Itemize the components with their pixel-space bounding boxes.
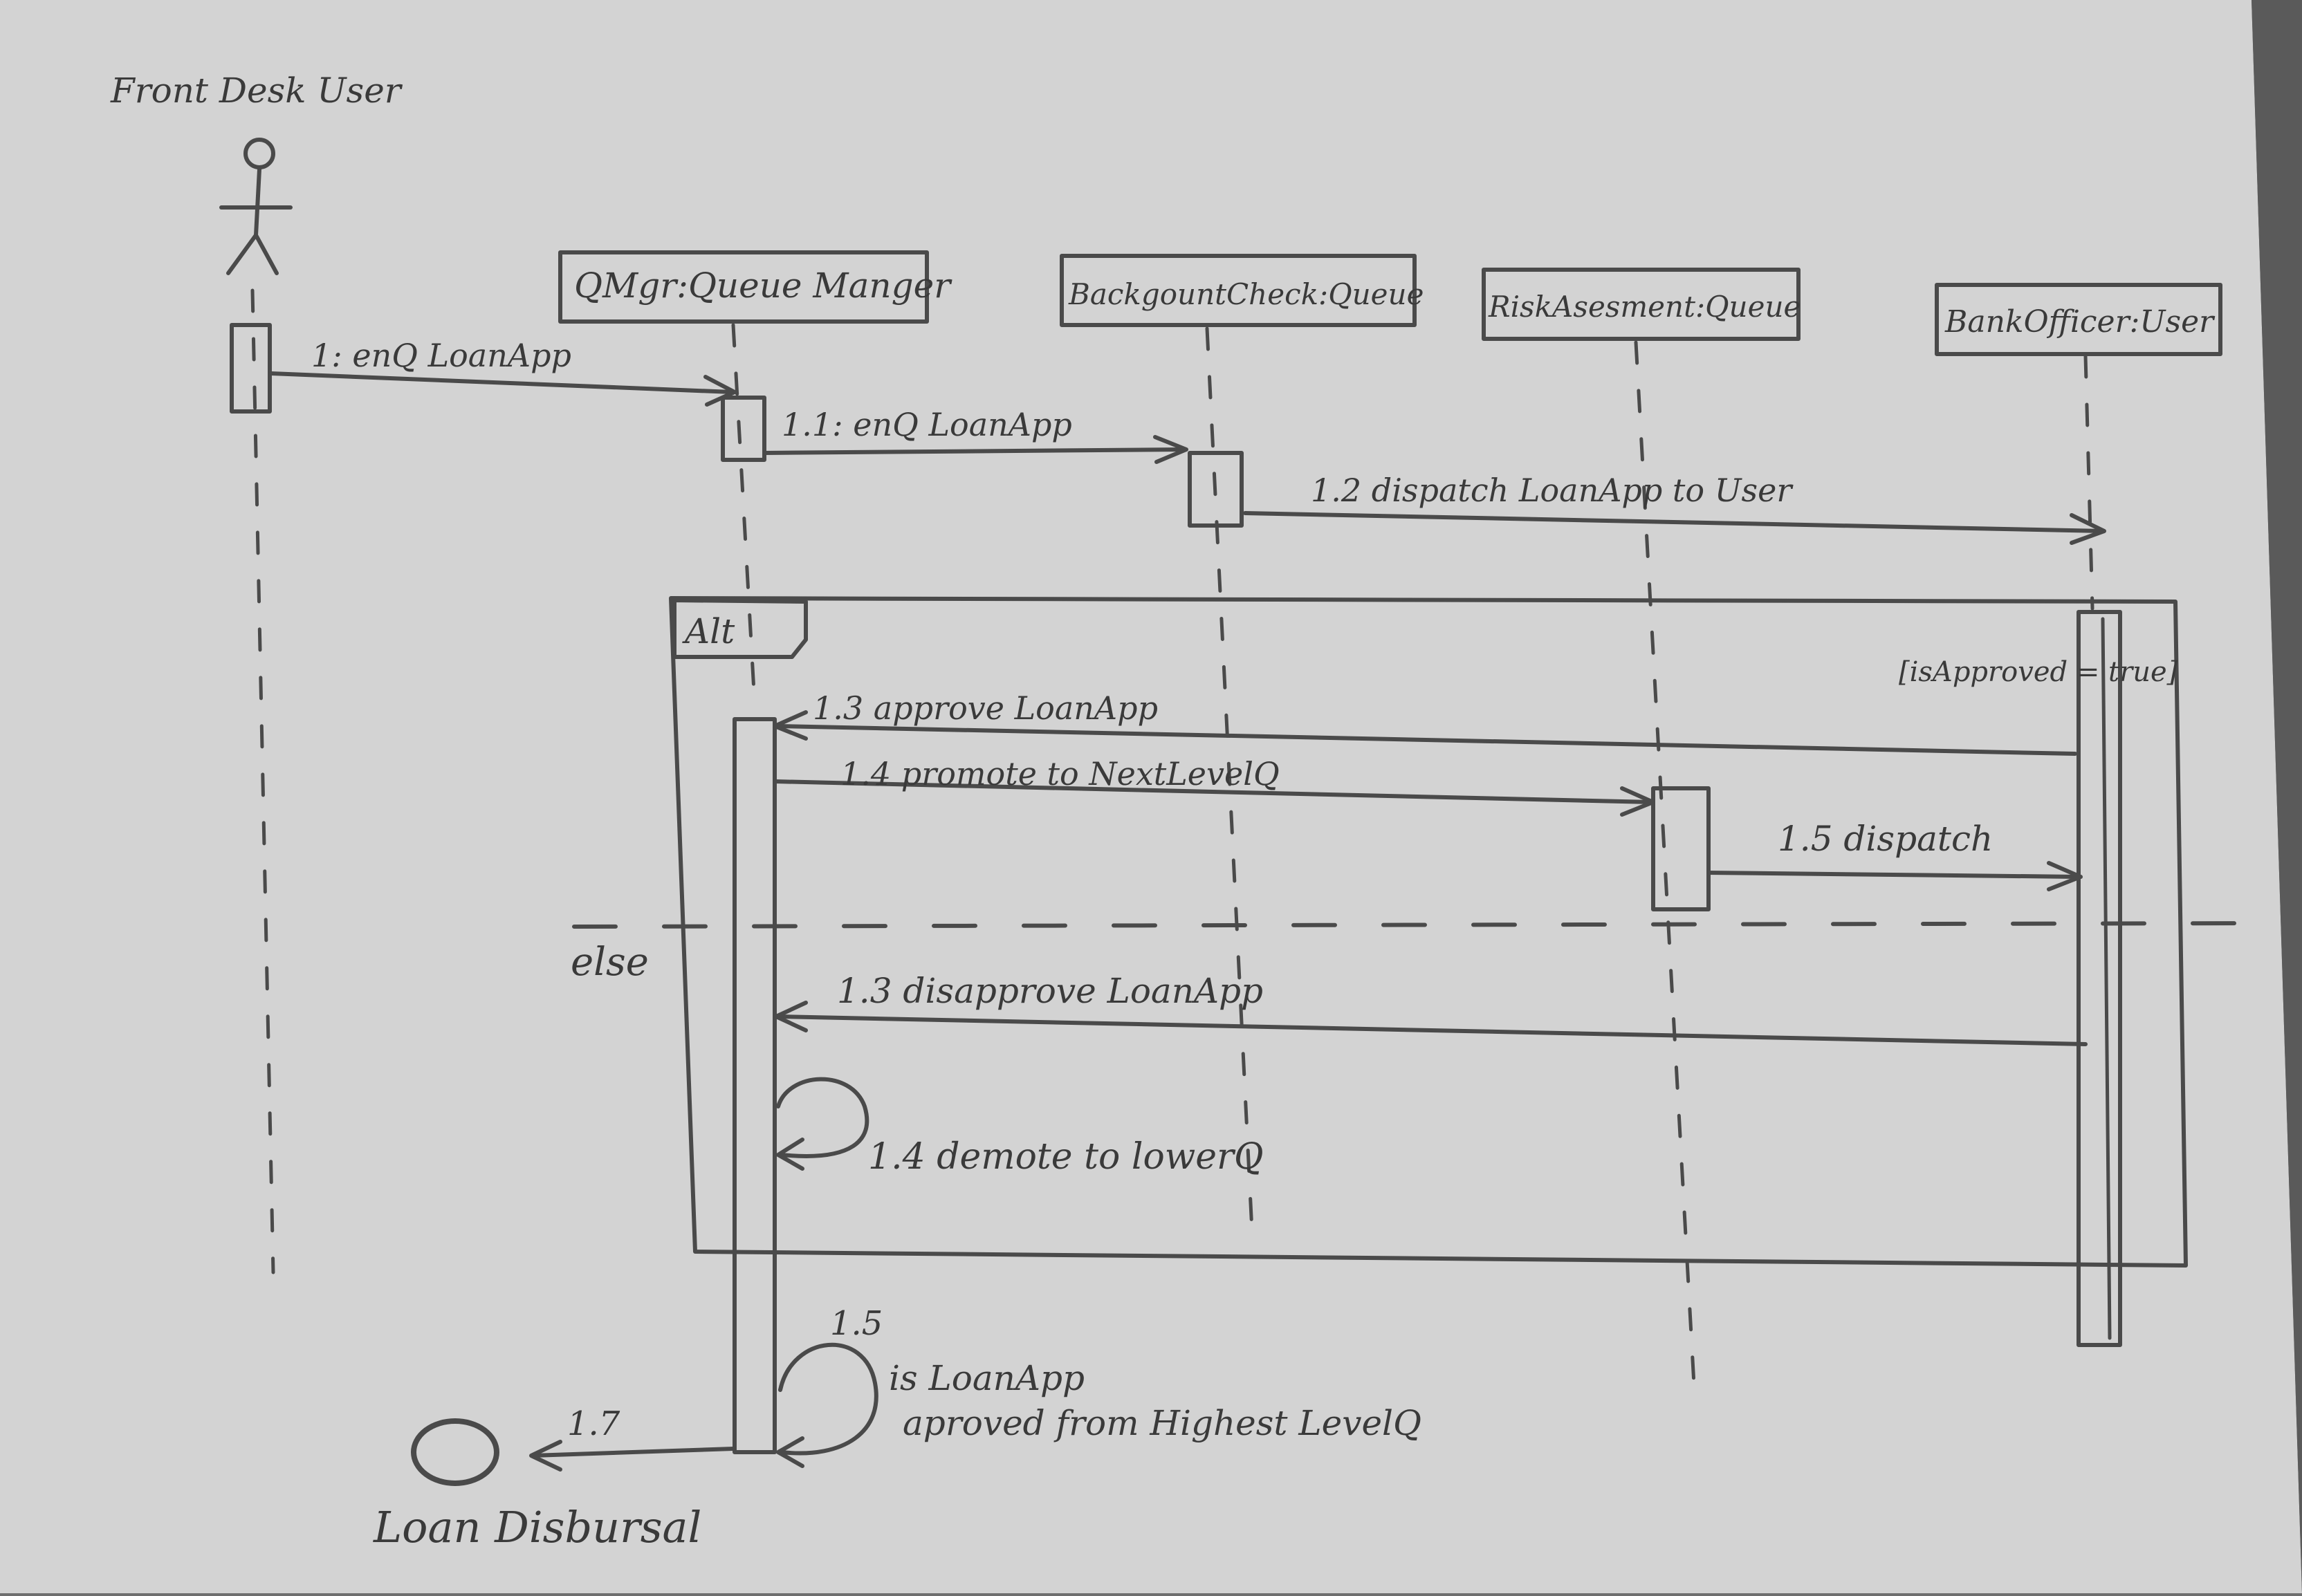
lifeline-qmgr: [731, 323, 756, 694]
participant-background-check: BackgountCheck:Queue: [1060, 254, 1424, 327]
message-label-m15a: 1.5 dispatch: [1778, 819, 1993, 859]
alt-operator-tab: [672, 598, 808, 659]
activation-actor: [230, 323, 272, 414]
participant-label: BackgountCheck:Queue: [1068, 277, 1424, 311]
arrowhead-m15b: [776, 1436, 804, 1468]
else-label: else: [571, 940, 649, 985]
message-label-m11: 1.1: enQ LoanApp: [782, 406, 1072, 443]
participant-label: QMgr:Queue Manger: [574, 266, 952, 306]
self-loop-m15b: [778, 1342, 878, 1456]
lifeline-bank: [2083, 354, 2094, 611]
actor-label: Front Desk User: [110, 71, 403, 111]
messages: 1: enQ LoanApp 1.1: enQ LoanApp 1.2 disp…: [269, 337, 2106, 1472]
activation-risk: [1651, 786, 1711, 911]
alt-guard: [isApproved = true]: [1899, 656, 2178, 688]
arrowhead-m14a: [1620, 786, 1655, 817]
activation-bank: [2077, 610, 2122, 1347]
lifelines: [250, 288, 2094, 1399]
message-note-m15b-line2: aproved from Highest LevelQ: [903, 1403, 1421, 1443]
alt-frame: [669, 596, 2188, 1268]
actor-head: [243, 138, 275, 169]
participant-label: BankOfficer:User: [1944, 304, 2216, 340]
message-label-m15b: 1.5: [830, 1304, 883, 1343]
message-label-m17: 1.7: [567, 1404, 620, 1443]
lifeline-bg: [1205, 326, 1254, 1233]
participant-bank-officer: BankOfficer:User: [1935, 283, 2222, 356]
arrowhead-m13b: [774, 1001, 808, 1032]
message-arrow-m13b: [776, 1014, 2088, 1046]
end-state-loan-disbursal: Loan Disbursal: [373, 1418, 701, 1552]
activation-bank-inner: [2101, 617, 2112, 1340]
actor-leg-left: [226, 233, 258, 275]
arrowhead-m17: [529, 1440, 562, 1472]
self-loop-m14b: [776, 1077, 869, 1158]
message-arrow-m14a: [773, 779, 1654, 804]
arrowhead-m11: [1153, 435, 1188, 464]
arrowhead-m13a: [773, 710, 808, 741]
lifeline-actor: [250, 288, 275, 1274]
alt-operator-label: Alt: [682, 611, 735, 651]
alt-fragment: Alt [isApproved = true] else: [571, 596, 2264, 1268]
message-arrow-m17: [531, 1447, 735, 1458]
participant-box: [1935, 283, 2222, 356]
participant-qmgr: QMgr:Queue Manger: [558, 250, 952, 324]
message-arrow-m11: [762, 447, 1186, 455]
alt-divider: [572, 921, 2264, 929]
message-label-m1: 1: enQ LoanApp: [311, 337, 571, 374]
message-label-m14b: 1.4 demote to lowerQ: [868, 1136, 1264, 1178]
activations: [230, 323, 2122, 1454]
activation-qmgr-1: [721, 396, 766, 462]
actor-front-desk-user: Front Desk User: [110, 71, 403, 275]
participant-risk-assessment: RiskAsesment:Queue: [1482, 268, 1801, 341]
actor-leg-right: [254, 233, 279, 275]
arrowhead-m12: [2070, 513, 2106, 545]
arrowhead-m15a: [2047, 861, 2083, 891]
end-state-circle: [411, 1418, 499, 1486]
message-label-m14a: 1.4 promote to NextLevelQ: [840, 755, 1280, 792]
message-note-m15b-line1: is LoanApp: [889, 1358, 1085, 1398]
message-arrow-m1: [269, 371, 734, 394]
lifeline-risk: [1634, 340, 1697, 1399]
message-arrow-m12: [1243, 511, 2105, 533]
arrowhead-m1: [703, 375, 737, 407]
activation-qmgr-main: [733, 717, 777, 1454]
participant-box: [1060, 254, 1417, 327]
arrowhead-m14b: [776, 1138, 804, 1171]
message-arrow-m13a: [776, 724, 2077, 756]
participant-box: [1482, 268, 1801, 341]
message-arrow-m15a: [1706, 871, 2081, 879]
participant-box: [558, 250, 929, 324]
end-state-label: Loan Disbursal: [373, 1502, 701, 1552]
message-label-m13a: 1.3 approve LoanApp: [813, 689, 1158, 727]
activation-bg: [1188, 451, 1244, 528]
participant-label: RiskAsesment:Queue: [1488, 290, 1801, 324]
paper-shadow: [2252, 0, 2302, 1593]
message-label-m13b: 1.3 disapprove LoanApp: [837, 971, 1263, 1011]
actor-body: [254, 167, 261, 237]
message-label-m12: 1.2 dispatch LoanApp to User: [1311, 472, 1794, 509]
